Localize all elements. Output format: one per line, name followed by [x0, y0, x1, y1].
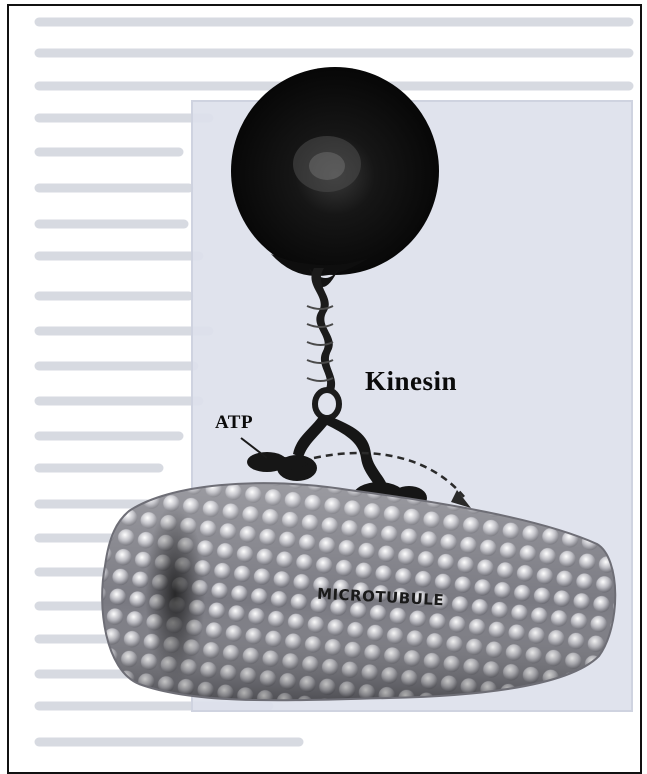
kinesin-diagram: [9, 6, 640, 772]
figure-frame: Kinesin ATP MICROTUBULE: [7, 4, 642, 774]
kinesin-label: Kinesin: [365, 366, 457, 397]
atp-label: ATP: [215, 412, 253, 434]
